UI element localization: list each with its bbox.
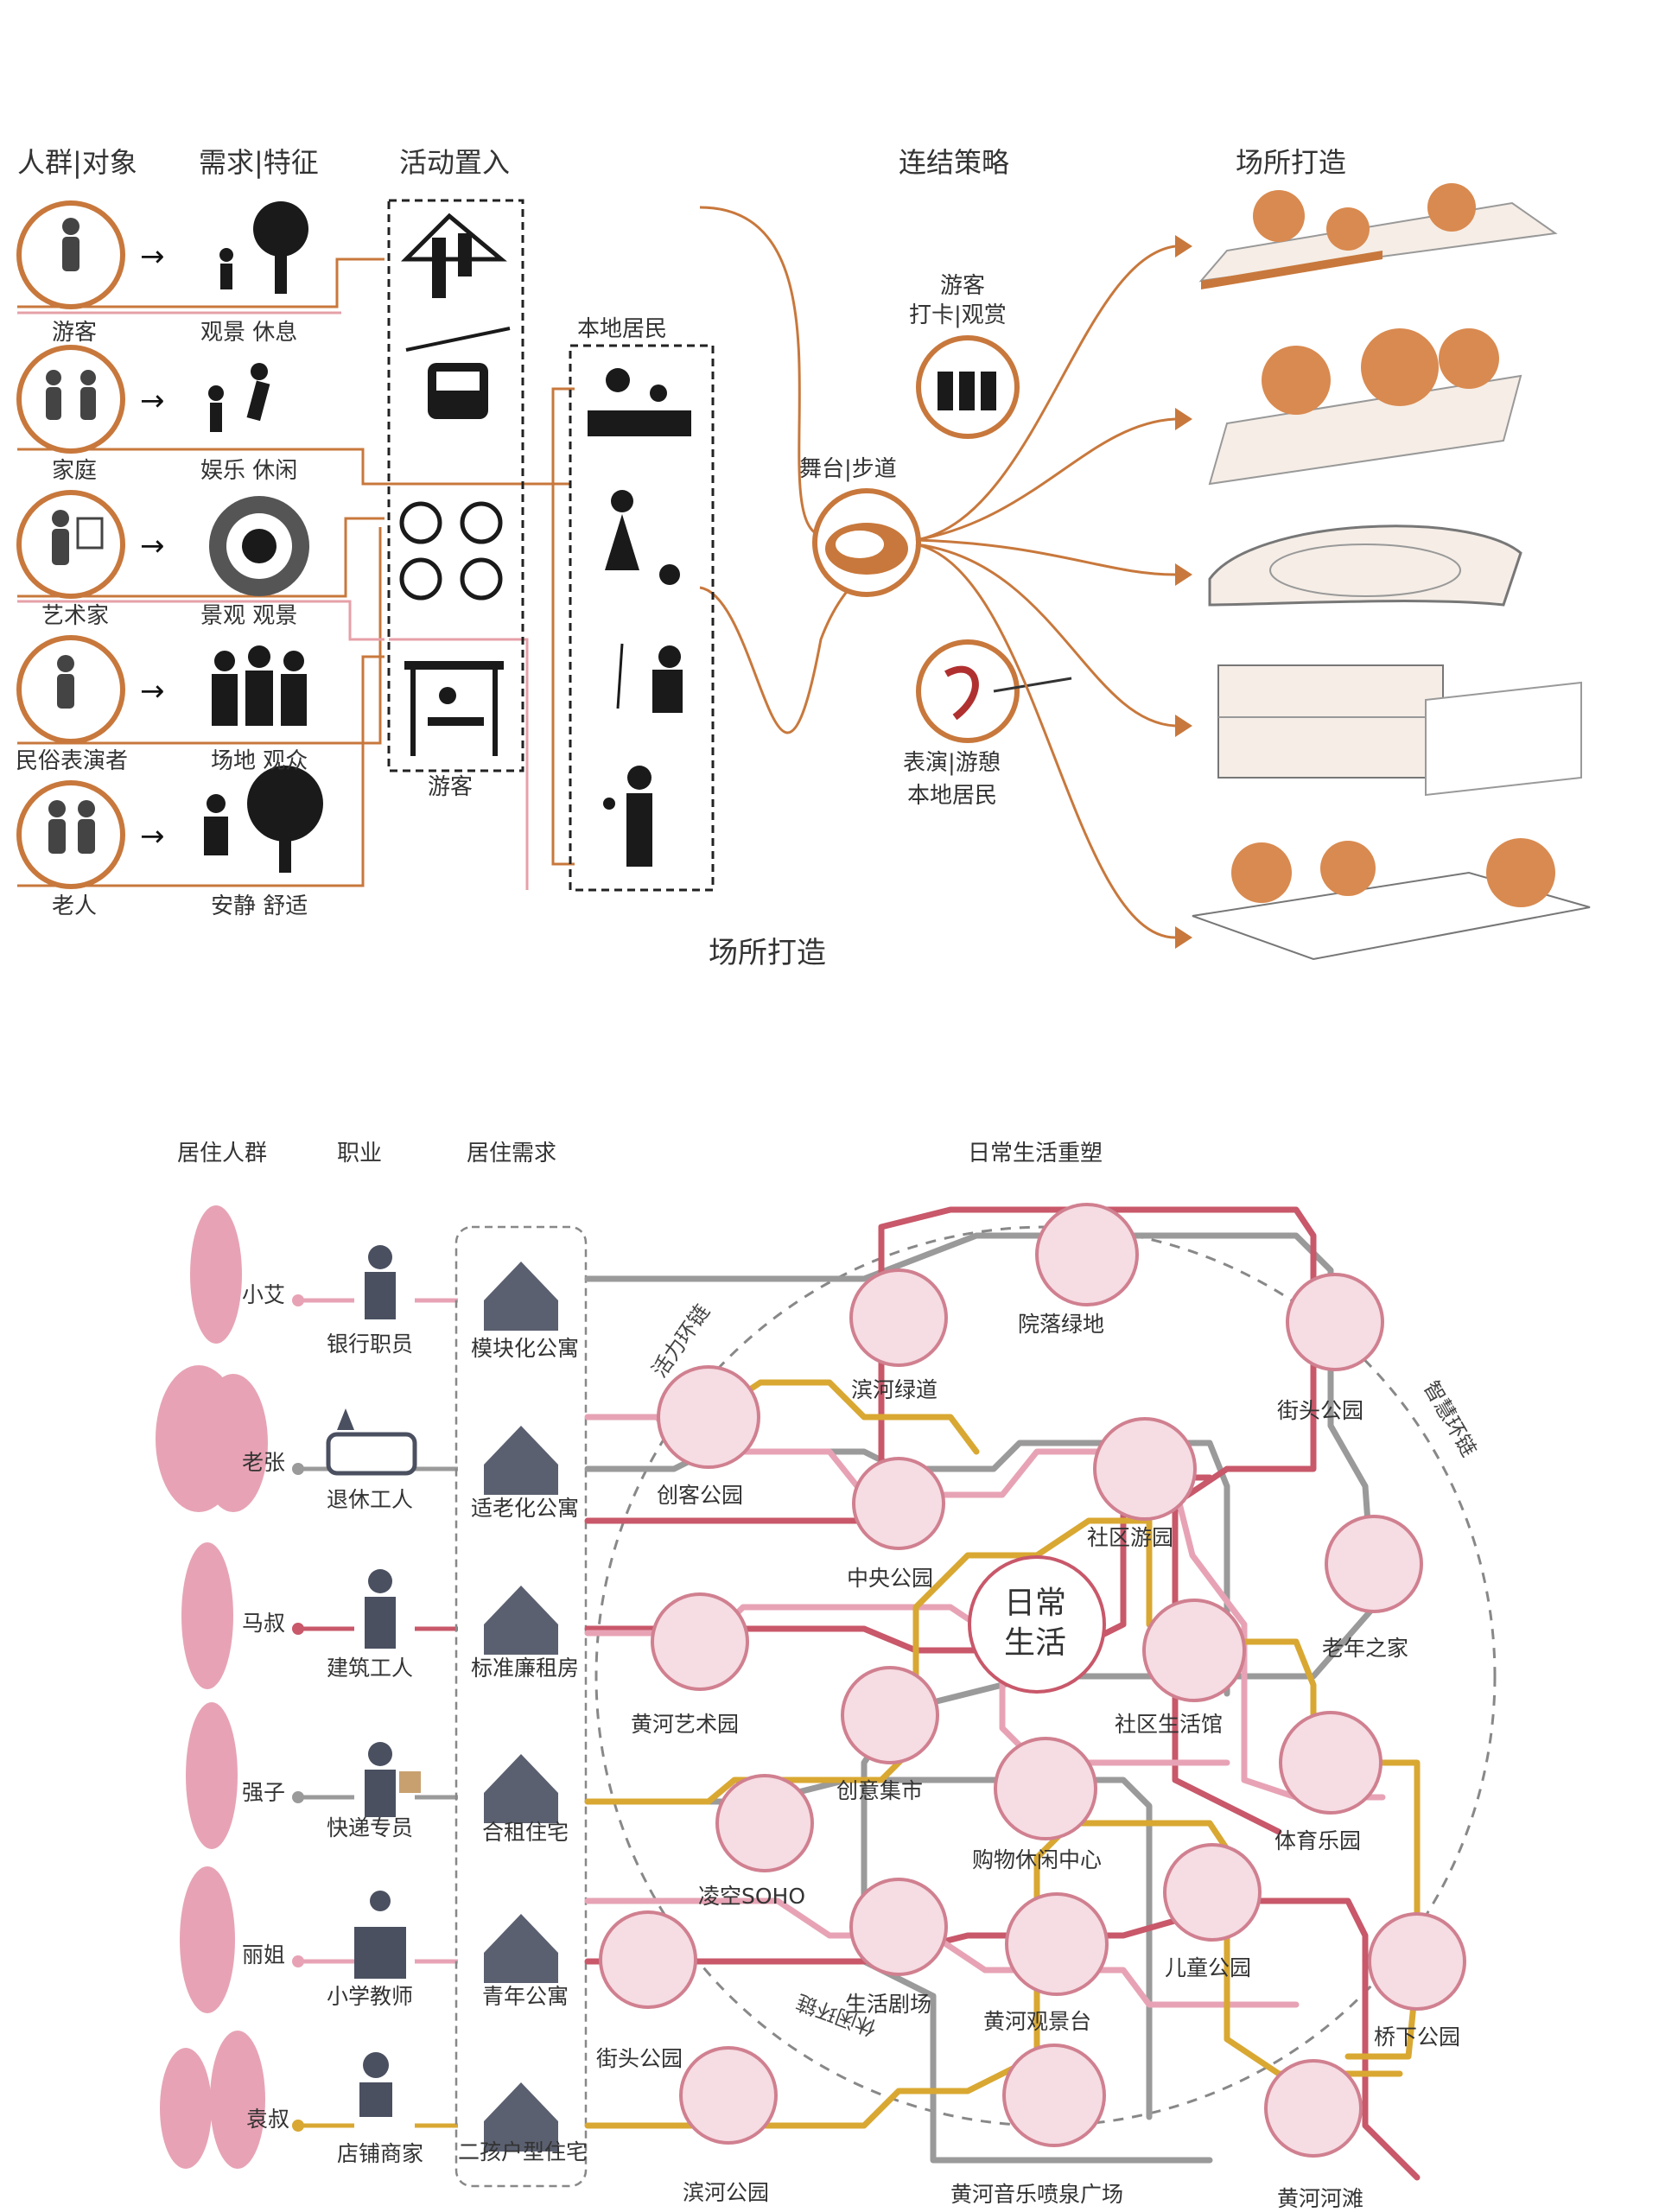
perform-node-sub: 本地居民 — [907, 783, 998, 809]
person-name: 袁叔 — [246, 2107, 290, 2132]
place-label: 购物休闲中心 — [972, 1847, 1103, 1872]
crowd-label: 民俗表演者 — [16, 748, 129, 774]
residents-group-label: 本地居民 — [577, 316, 668, 342]
header-needs: 需求|特征 — [199, 146, 319, 179]
svg-text:→: → — [140, 674, 165, 709]
place-label: 体育乐园 — [1274, 1828, 1362, 1853]
ring-label-wisdom: 智慧环链 — [1418, 1376, 1482, 1461]
place-label: 桥下公园 — [1374, 2024, 1461, 2050]
center-title-line1: 日常 — [1004, 1586, 1067, 1621]
job-label: 快递专员 — [327, 1815, 414, 1840]
job-label: 建筑工人 — [327, 1656, 414, 1681]
place-label: 中央公园 — [847, 1566, 934, 1591]
place-arrowheads — [1175, 235, 1192, 949]
perform-node-label: 表演|游憩 — [903, 750, 1001, 776]
svg-text:→: → — [140, 239, 165, 274]
housing-label: 标准廉租房 — [471, 1656, 580, 1681]
place-label: 社区生活馆 — [1115, 1712, 1224, 1737]
need-label: 安静 舒适 — [211, 893, 308, 919]
svg-text:→: → — [140, 529, 165, 563]
place-label: 生活剧场 — [845, 1992, 932, 2017]
svg-text:→: → — [140, 384, 165, 418]
header-housing: 居住需求 — [467, 1141, 557, 1166]
activity-icons — [399, 213, 511, 756]
header-job: 职业 — [337, 1141, 383, 1166]
tourist-node-title: 游客 — [940, 273, 986, 299]
place-label: 创客公园 — [657, 1483, 744, 1508]
crowd-connector-lines — [17, 206, 917, 887]
job-label: 银行职员 — [327, 1332, 414, 1357]
tourist-node — [916, 335, 1020, 439]
job-label: 退休工人 — [327, 1487, 414, 1512]
need-label: 娱乐 休闲 — [200, 458, 298, 484]
person-name: 马叔 — [242, 1611, 286, 1636]
person-name: 小艾 — [242, 1282, 286, 1307]
place-label: 街头公园 — [1277, 1398, 1364, 1423]
svg-text:→: → — [140, 819, 165, 854]
place-label: 滨河公园 — [683, 2180, 770, 2205]
need-label: 景观 观景 — [200, 603, 298, 629]
need-icons — [204, 201, 323, 873]
header-daily-life: 日常生活重塑 — [968, 1141, 1103, 1166]
place-label: 黄河河滩 — [1277, 2186, 1364, 2211]
need-label: 观景 休息 — [200, 320, 298, 346]
ring-label-vitality: 活力环链 — [647, 1300, 715, 1382]
place-arrows — [915, 245, 1176, 939]
place-label: 凌空SOHO — [698, 1884, 806, 1909]
place-label: 院落绿地 — [1018, 1312, 1105, 1337]
resident-icons — [588, 368, 691, 867]
activity-box — [387, 199, 524, 772]
header-activity: 活动置入 — [399, 146, 511, 179]
crowd-icons — [16, 200, 125, 889]
place-label: 社区游园 — [1087, 1525, 1174, 1550]
place-label: 黄河音乐喷泉广场 — [950, 2182, 1124, 2207]
crowd-label: 游客 — [52, 320, 98, 346]
job-label: 店铺商家 — [337, 2141, 424, 2166]
crowd-label: 艺术家 — [41, 603, 110, 629]
stage-node — [812, 488, 921, 597]
housing-label: 青年公寓 — [482, 1984, 569, 2009]
top-diagram-graphics: → → → → → — [16, 183, 1591, 961]
header-residents: 居住人群 — [177, 1141, 268, 1166]
housing-label: 二孩户型住宅 — [458, 2139, 588, 2164]
activity-group-label: 游客 — [428, 774, 474, 800]
place-label: 街头公园 — [596, 2046, 683, 2071]
tourist-node-sub: 打卡|观赏 — [909, 302, 1007, 328]
housing-label: 适老化公寓 — [471, 1496, 580, 1521]
top-bottom-title: 场所打造 — [709, 936, 826, 970]
pink-connector-lines — [17, 311, 529, 890]
place-label: 滨河绿道 — [851, 1377, 938, 1402]
place-label: 老年之家 — [1322, 1636, 1409, 1661]
residents-box — [569, 344, 715, 892]
place-illustrations — [1192, 183, 1591, 961]
header-places: 场所打造 — [1236, 146, 1347, 179]
person-name: 老张 — [242, 1450, 286, 1475]
center-title-line2: 生活 — [1004, 1625, 1067, 1661]
perform-node — [916, 639, 1072, 743]
header-crowd: 人群|对象 — [17, 146, 137, 179]
place-label: 儿童公园 — [1165, 1955, 1252, 1980]
crowd-need-arrows: → → → → → — [140, 239, 165, 854]
header-strategy: 连结策略 — [899, 146, 1010, 179]
housing-label: 合租住宅 — [482, 1820, 569, 1845]
crowd-label: 老人 — [52, 893, 98, 919]
person-name: 丽姐 — [242, 1942, 286, 1967]
stage-node-label: 舞台|步道 — [799, 456, 897, 482]
need-label: 场地 观众 — [211, 748, 308, 774]
crowd-label: 家庭 — [52, 458, 98, 484]
place-label: 黄河艺术园 — [631, 1712, 740, 1737]
place-label: 创意集市 — [836, 1778, 924, 1803]
place-label: 黄河观景台 — [983, 2009, 1092, 2034]
housing-label: 模块化公寓 — [471, 1336, 580, 1361]
person-name: 强子 — [242, 1780, 286, 1805]
job-label: 小学教师 — [327, 1984, 414, 2009]
